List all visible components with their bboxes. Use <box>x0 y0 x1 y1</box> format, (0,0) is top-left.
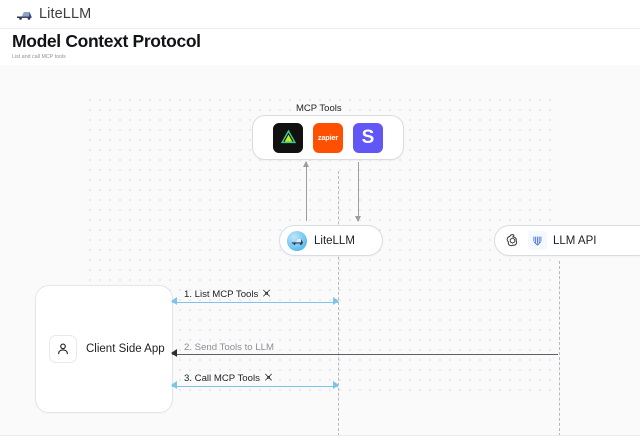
message-3-label: 3. Call MCP Tools <box>184 373 260 384</box>
message-3-call-mcp-tools: 3. Call MCP Tools <box>171 373 339 396</box>
node-llm-api[interactable]: LLM API <box>494 225 640 256</box>
anthropic-icon <box>528 231 547 250</box>
brand-name: LiteLLM <box>39 6 92 22</box>
litellm-avatar-icon <box>287 230 307 251</box>
diagram-canvas: MCP Tools zapier S <box>0 65 640 436</box>
openai-icon <box>503 231 522 250</box>
zapier-icon[interactable]: zapier <box>313 122 343 153</box>
node-llm-api-label: LLM API <box>553 234 597 247</box>
slack-icon[interactable]: S <box>353 122 383 153</box>
mcp-tools-label: MCP Tools <box>296 103 342 114</box>
arrow-mcp-to-litellm-up <box>301 161 311 221</box>
brand[interactable]: LiteLLM <box>16 6 91 22</box>
page-subtitle: List and call MCP tools <box>12 54 66 60</box>
mcp-tools-group[interactable]: zapier S <box>252 115 404 160</box>
message-2-send-tools-to-llm: 2. Send Tools to LLM <box>171 342 558 364</box>
wrench-icon <box>262 289 271 301</box>
wrench-icon <box>264 373 273 385</box>
message-2-label: 2. Send Tools to LLM <box>184 342 274 353</box>
node-litellm[interactable]: LiteLLM <box>279 225 383 256</box>
node-client-side-app-label: Client Side App <box>86 343 165 355</box>
message-1-label: 1. List MCP Tools <box>184 289 259 300</box>
user-icon <box>49 335 77 363</box>
arrow-litellm-to-mcp-down <box>353 162 363 222</box>
message-1-list-mcp-tools: 1. List MCP Tools <box>171 289 339 312</box>
lifeline-llm-api <box>559 261 560 435</box>
slack-letter: S <box>361 127 375 148</box>
node-client-side-app[interactable]: Client Side App <box>35 285 173 413</box>
litellm-logo-icon <box>16 7 33 21</box>
supabase-icon[interactable] <box>273 122 303 153</box>
zapier-wordmark: zapier <box>317 133 339 142</box>
page-title: Model Context Protocol <box>12 31 201 51</box>
node-litellm-label: LiteLLM <box>314 234 355 247</box>
top-bar: LiteLLM <box>0 0 640 29</box>
